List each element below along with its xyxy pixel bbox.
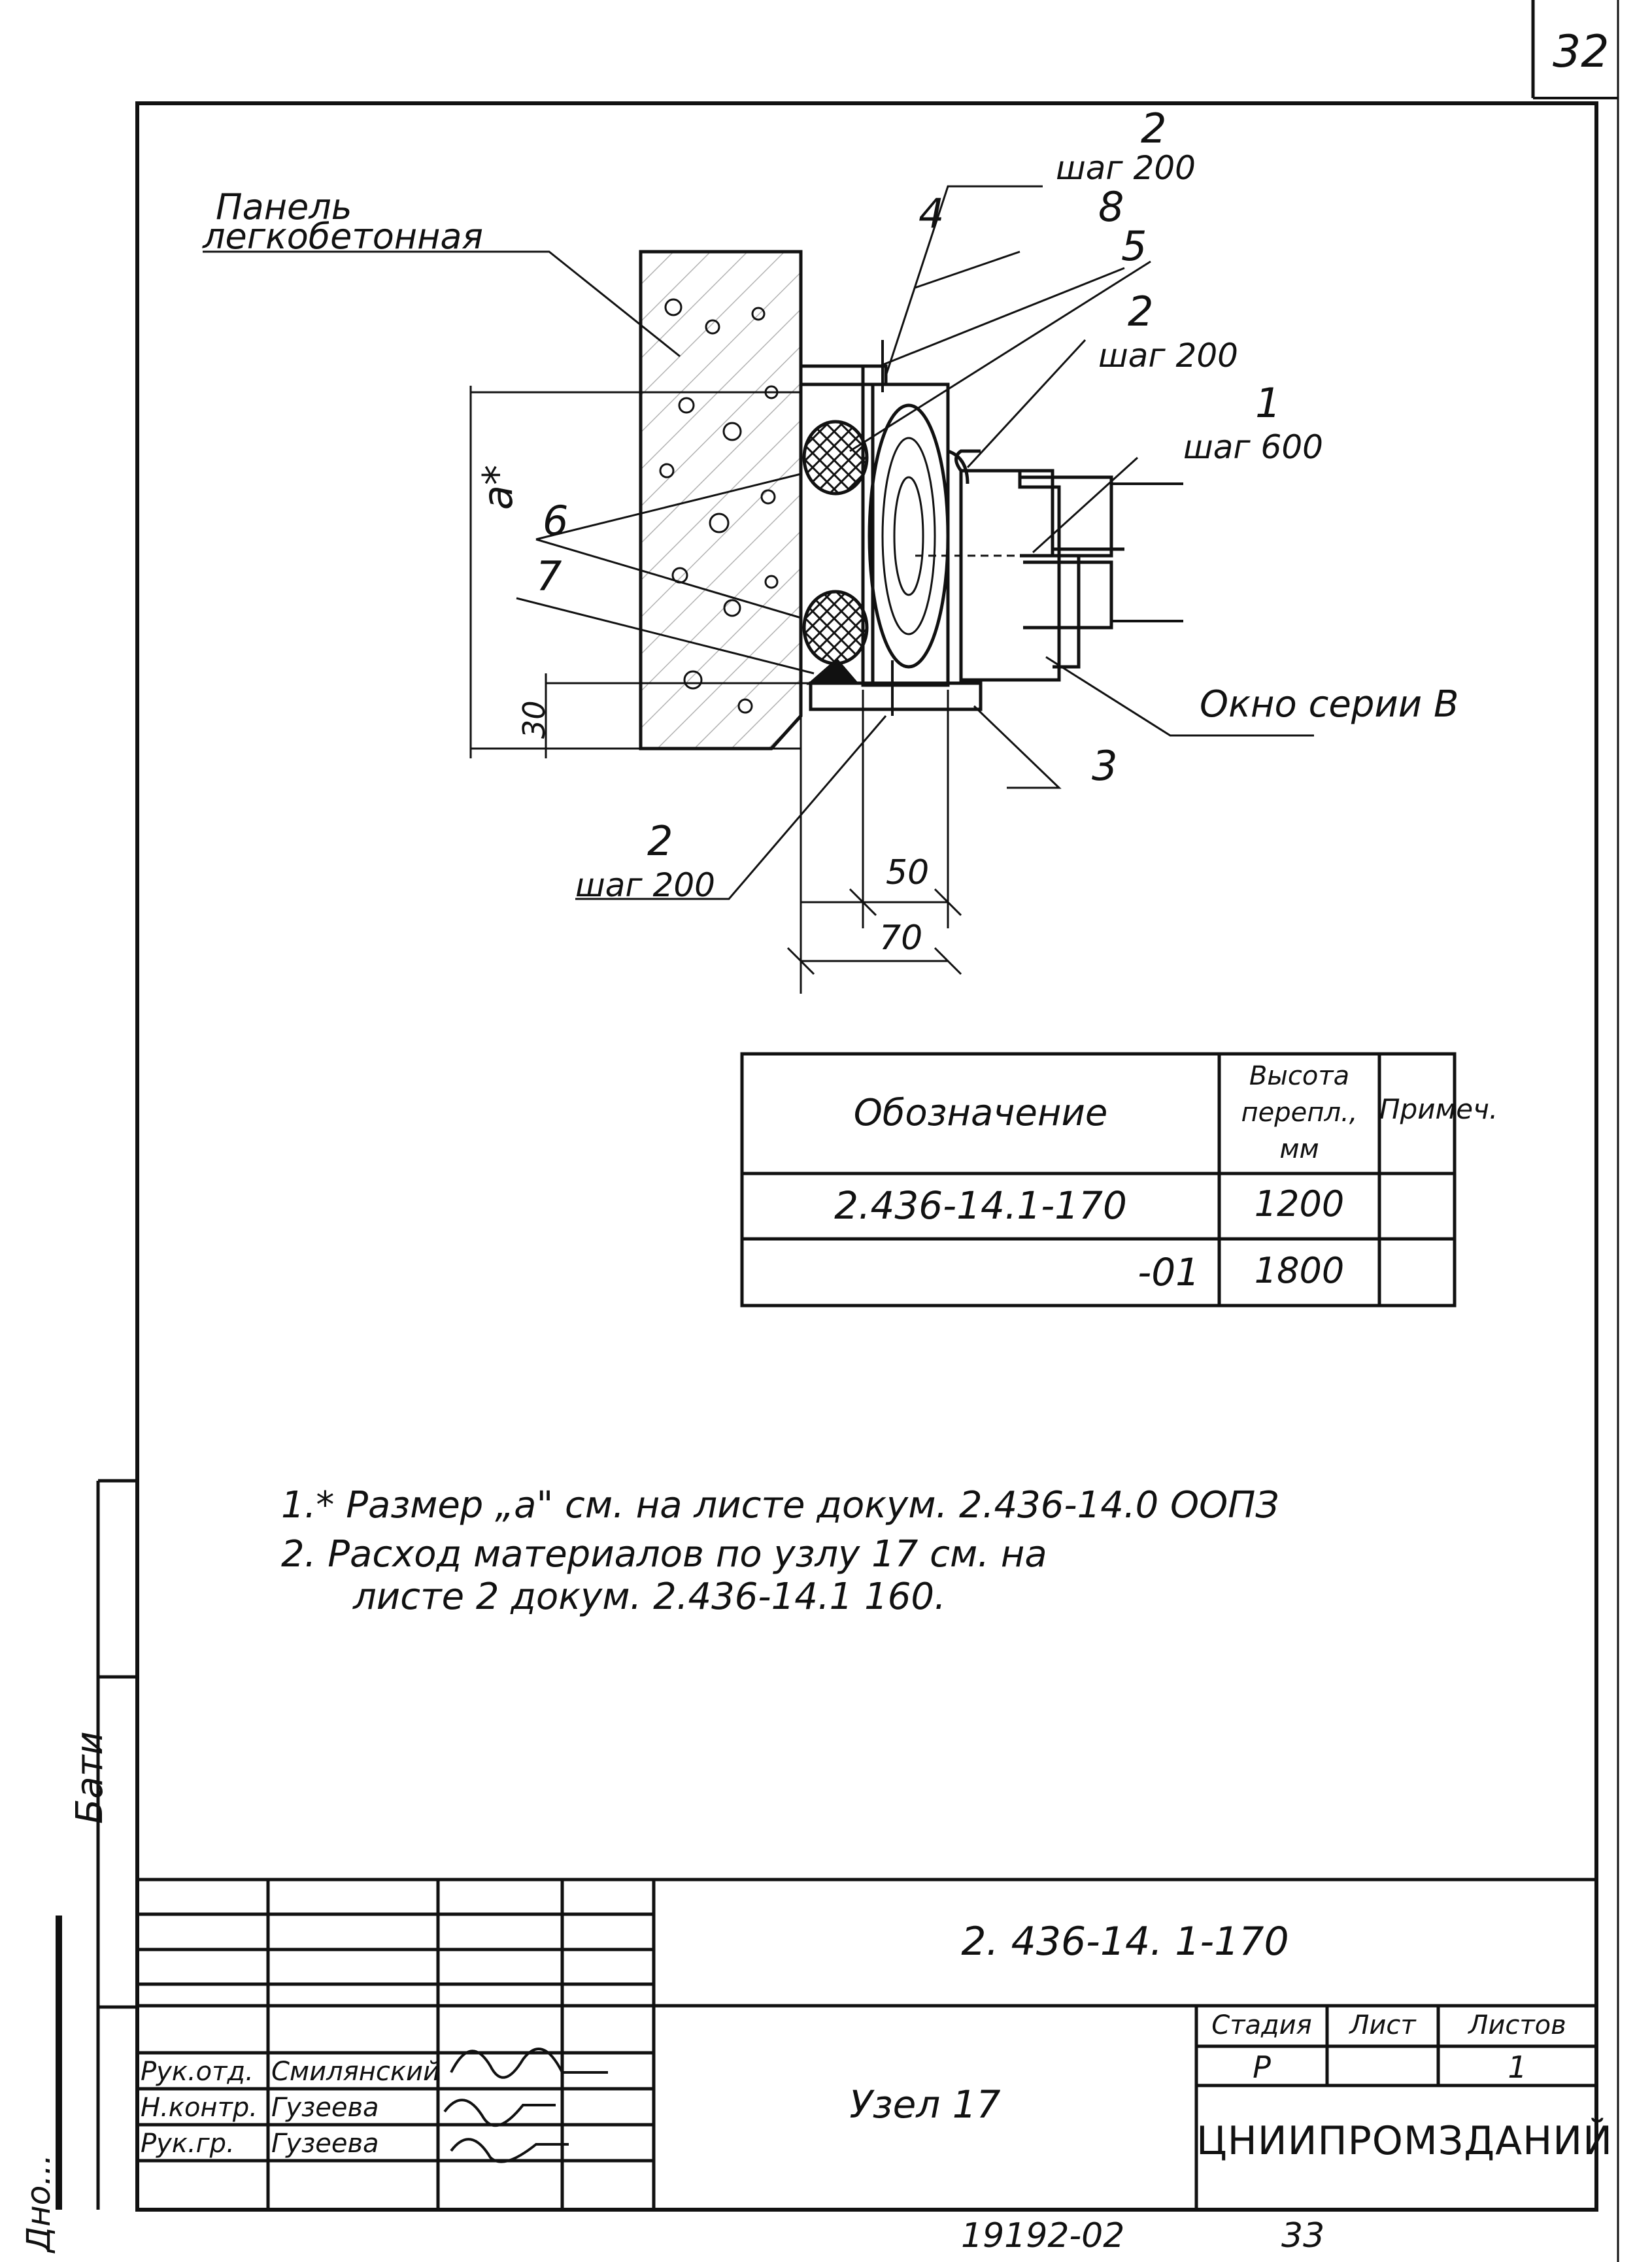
table-header-height-line-1: Высота bbox=[1249, 1061, 1350, 1091]
panel-label-line-1: Панель bbox=[216, 186, 352, 228]
callout-2-mid-step: шаг 200 bbox=[1098, 337, 1238, 375]
table-row-1-designation: 2.436-14.1-170 bbox=[834, 1183, 1127, 1228]
bottom-doc-number: 19192-02 bbox=[961, 2216, 1125, 2255]
node-drawing bbox=[203, 185, 1314, 994]
window-frame bbox=[959, 469, 1061, 682]
role-1: Рук.отд. bbox=[141, 2057, 254, 2087]
callout-2-top-step: шаг 200 bbox=[1056, 149, 1196, 187]
role-3: Рук.гр. bbox=[141, 2129, 235, 2159]
name-3: Гузеева bbox=[271, 2129, 379, 2159]
table-header-height-line-2: перепл., bbox=[1241, 1098, 1358, 1128]
callout-3: 3 bbox=[1092, 742, 1118, 790]
callout-7: 7 bbox=[536, 552, 562, 600]
callout-2-bottom-step: шаг 200 bbox=[575, 866, 715, 904]
table-row-1-height: 1200 bbox=[1254, 1183, 1345, 1224]
callout-2-mid: 2 bbox=[1128, 288, 1154, 335]
table-row-2-designation: -01 bbox=[1138, 1250, 1200, 1294]
table-header-height-line-3: мм bbox=[1279, 1134, 1319, 1164]
name-1: Смилянский bbox=[271, 2057, 441, 2087]
side-stamp-label-1: Бати bbox=[69, 1731, 111, 1824]
sheets-value: 1 bbox=[1508, 2050, 1527, 2085]
callout-4: 4 bbox=[919, 190, 945, 237]
callout-2-top: 2 bbox=[1141, 105, 1167, 152]
callout-8: 8 bbox=[1098, 183, 1124, 231]
panel-label-line-2: легкобетонная bbox=[203, 216, 483, 257]
spec-table-grid bbox=[740, 1052, 1457, 1308]
bottom-page-number: 33 bbox=[1281, 2216, 1325, 2255]
organization: ЦНИИПРОМЗДАНИЙ bbox=[1196, 2118, 1613, 2164]
stage-value: Р bbox=[1253, 2050, 1271, 2085]
table-header-note: Примеч. bbox=[1379, 1093, 1498, 1125]
table-header-designation: Обозначение bbox=[853, 1092, 1108, 1134]
callout-5: 5 bbox=[1121, 222, 1147, 270]
stage-header: Стадия bbox=[1211, 2010, 1312, 2040]
dimension-30: 30 bbox=[516, 700, 552, 739]
seal-rod-bottom bbox=[802, 590, 869, 666]
callout-1: 1 bbox=[1255, 379, 1281, 427]
title-block-grid bbox=[137, 1878, 1596, 2210]
seal-rod-top bbox=[802, 420, 869, 496]
table-row-2-height: 1800 bbox=[1254, 1250, 1345, 1291]
sheets-header: Листов bbox=[1468, 2010, 1566, 2040]
doc-code: 2. 436-14. 1-170 bbox=[961, 1919, 1289, 1965]
sheet-header: Лист bbox=[1349, 2010, 1416, 2040]
callout-2-bottom: 2 bbox=[647, 817, 673, 865]
table-header-height: Высота перепл., мм bbox=[1219, 1058, 1379, 1168]
callout-6: 6 bbox=[543, 497, 569, 545]
concrete-panel bbox=[639, 250, 803, 751]
dimension-50: 50 bbox=[886, 853, 930, 892]
role-2: Н.контр. bbox=[141, 2093, 258, 2123]
note-1: 1.* Размер „а" см. на листе докум. 2.436… bbox=[281, 1484, 1279, 1527]
drawing-title: Узел 17 bbox=[849, 2082, 1001, 2127]
signatures bbox=[443, 2048, 608, 2163]
dimension-a: а* bbox=[474, 465, 522, 510]
note-2: 2. Расход материалов по узлу 17 см. на bbox=[281, 1533, 1047, 1576]
callout-1-step: шаг 600 bbox=[1183, 428, 1323, 466]
window-label: Окно серии В bbox=[1200, 683, 1459, 726]
page-number: 32 bbox=[1553, 26, 1610, 78]
note-2-cont: листе 2 докум. 2.436-14.1 160. bbox=[353, 1576, 946, 1618]
name-2: Гузеева bbox=[271, 2093, 379, 2123]
dimension-70: 70 bbox=[879, 919, 923, 958]
side-stamp-label-2: Дно... bbox=[20, 2153, 58, 2252]
